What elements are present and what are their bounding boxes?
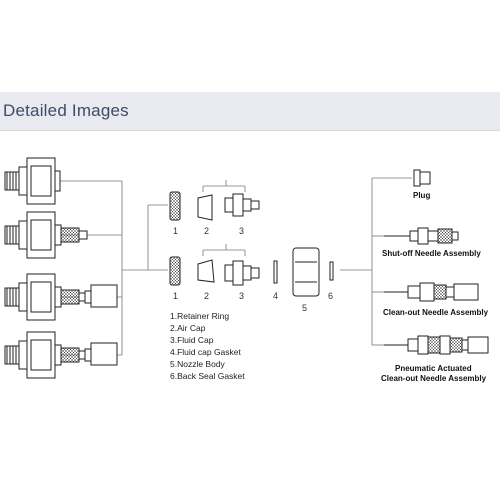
legend-item-6: 6.Back Seal Gasket [170,371,245,381]
part-numbers-top: 1 2 3 [173,226,244,236]
pneumatic-cleanout-needle-assembly-part [384,335,489,355]
header-band [0,92,500,131]
legend-item-4: 4.Fluid cap Gasket [170,347,242,357]
label-shutoff-needle-assembly: Shut-off Needle Assembly [382,249,481,258]
right-connector-lines [371,177,412,346]
label-pneumatic-line-1: Pneumatic Actuated [395,364,472,373]
legend-item-2: 2.Air Cap [170,323,206,333]
part-number-top-2: 2 [204,226,209,236]
fluid-cap-top [224,193,260,217]
legend-item-5: 5.Nozzle Body [170,359,226,369]
label-cleanout-needle-assembly: Clean-out Needle Assembly [383,308,489,317]
part-numbers-bottom: 1 2 3 4 5 6 [173,291,333,313]
part-number-bottom-4: 4 [273,291,278,301]
nozzle-body [292,247,320,297]
bottom-row-parts [169,247,334,297]
legend-item-1: 1.Retainer Ring [170,311,229,321]
back-seal-gasket [329,261,334,281]
right-labels: Plug Shut-off Needle Assembly Clean-out … [381,191,489,383]
part-number-top-1: 1 [173,226,178,236]
plug-part [413,169,431,187]
shutoff-needle-assembly-part [384,227,459,245]
bottom-row-bracket [202,244,372,271]
part-number-bottom-1: 1 [173,291,178,301]
retainer-ring-bottom [169,256,181,286]
retainer-ring-top [169,191,181,221]
cleanout-needle-assembly-part [384,282,479,302]
label-pneumatic-line-2: Clean-out Needle Assembly [381,374,487,383]
part-number-bottom-6: 6 [328,291,333,301]
left-connector-lines [57,180,168,356]
part-number-bottom-3: 3 [239,291,244,301]
parts-legend: 1.Retainer Ring 2.Air Cap 3.Fluid Cap 4.… [170,311,245,381]
part-number-top-3: 3 [239,226,244,236]
spray-gun-tube-3 [4,273,118,321]
spray-gun-tube-4 [4,331,118,379]
spray-gun-plain-2 [4,211,88,259]
fluid-cap-bottom [224,260,260,286]
page-title: Detailed Images [3,101,129,120]
fluid-cap-gasket [273,260,278,284]
air-cap-top [197,194,213,221]
legend-item-3: 3.Fluid Cap [170,335,214,345]
part-number-bottom-5: 5 [302,303,307,313]
label-plug: Plug [413,191,430,200]
spray-gun-plain-1 [4,157,61,205]
part-number-bottom-2: 2 [204,291,209,301]
air-cap-bottom [197,259,215,283]
top-row-bracket [202,180,246,192]
top-row-parts [169,191,260,221]
